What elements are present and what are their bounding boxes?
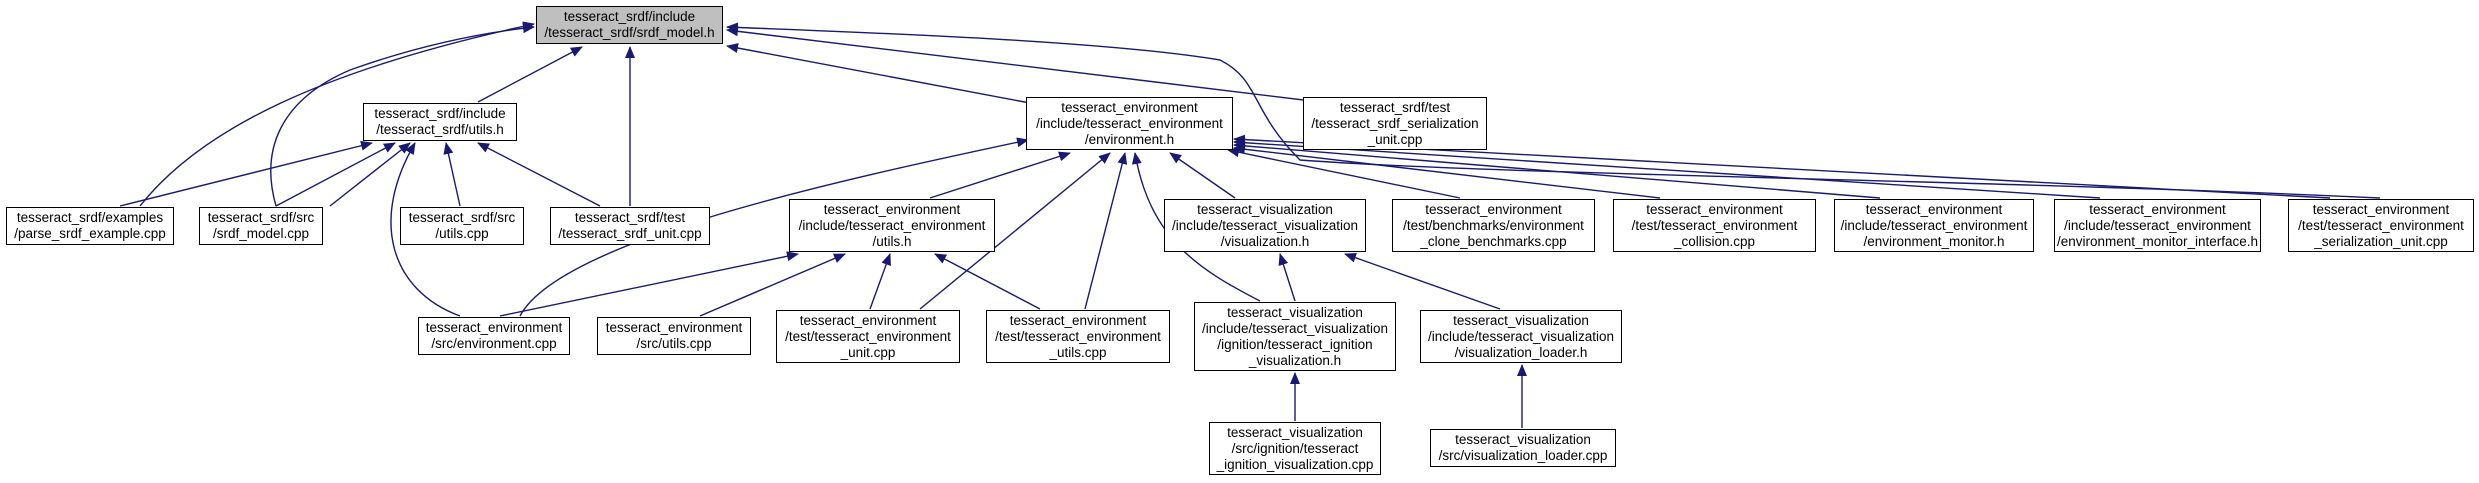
node-label: tesseract_environment /include/tesseract… [1036,99,1223,147]
edge-parse-example-to-srdf-model [139,21,535,207]
node-srdf-utils-cpp[interactable]: tesseract_srdf/src /utils.cpp [400,207,524,245]
node-parse-srdf-example[interactable]: tesseract_srdf/examples /parse_srdf_exam… [6,207,174,245]
node-label: tesseract_environment /test/tesseract_en… [2298,201,2464,249]
edge-srdf-utils-cpp-to-srdf-utils [443,142,461,207]
node-label: tesseract_environment /include/tesseract… [1840,201,2028,249]
edge-env-h-to-srdf-model [726,43,1031,104]
edge-srdf-model-cpp-to-srdf-model [270,23,535,207]
node-label: tesseract_environment /src/environment.c… [425,320,563,351]
edge-env-cpp-to-srdf-utils-b [329,142,411,207]
node-label: tesseract_environment /include/tesseract… [798,201,986,249]
node-env-monitor-interface-h[interactable]: tesseract_environment /include/tesseract… [2054,199,2261,252]
node-env-utils-h[interactable]: tesseract_environment /include/tesseract… [789,199,995,252]
node-visualization-loader-cpp[interactable]: tesseract_visualization /src/visualizati… [1430,429,1616,467]
node-label: tesseract_srdf/include /tesseract_srdf/s… [544,9,715,40]
node-label: tesseract_visualization /include/tessera… [1201,304,1389,368]
edge-ignition-to-vis-h [1278,253,1296,302]
node-ignition-visualization-h[interactable]: tesseract_visualization /include/tessera… [1194,302,1396,371]
edge-env-utils-test-to-env-utils [934,253,1041,310]
node-label: tesseract_srdf/src /srdf_model.cpp [207,210,315,241]
node-env-serialization-unit[interactable]: tesseract_environment /test/tesseract_en… [2288,199,2474,252]
node-label: tesseract_visualization /src/visualizati… [1438,432,1608,463]
node-label: tesseract_environment /test/tesseract_en… [995,312,1161,360]
node-label: tesseract_srdf/include /tesseract_srdf/u… [374,106,506,137]
edge-monitor-to-env-h [1233,140,1881,199]
node-env-collision[interactable]: tesseract_environment /test/tesseract_en… [1613,199,1816,252]
node-label: tesseract_environment /src/utils.cpp [605,320,743,351]
node-label: tesseract_environment /include/tesseract… [2056,201,2259,249]
node-label: tesseract_visualization /src/ignition/te… [1216,424,1374,472]
node-label: tesseract_visualization /include/tessera… [1171,201,1359,249]
edge-vis-h-to-env-h [1169,152,1236,199]
node-environment-h[interactable]: tesseract_environment /include/tesseract… [1026,97,1233,150]
edge-env-serialization-to-srdf-model [726,22,2381,199]
edge-env-cpp-to-env-h [519,137,1029,317]
edge-env-utils-cpp-to-env-utils [699,253,846,317]
edge-srdf-model-cpp-to-srdf-utils [275,142,396,207]
edge-env-unit-to-env-utils [869,253,891,310]
node-label: tesseract_srdf/test /tesseract_srdf_unit… [558,210,702,241]
edge-env-utils-test-to-env-h [1084,152,1128,310]
edge-env-unit-to-env-h [919,152,1111,310]
node-label: tesseract_visualization /include/tessera… [1427,312,1615,360]
node-env-utils-cpp[interactable]: tesseract_environment /src/utils.cpp [597,317,751,355]
node-srdf-model-cpp[interactable]: tesseract_srdf/src /srdf_model.cpp [199,207,323,245]
edge-env-cpp-to-srdf-utils [390,142,461,317]
node-label: tesseract_environment /test/benchmarks/e… [1403,201,1584,249]
node-srdf-utils-h[interactable]: tesseract_srdf/include /tesseract_srdf/u… [363,103,517,141]
node-visualization-loader-h[interactable]: tesseract_visualization /include/tessera… [1420,310,1622,363]
node-srdf-model-h[interactable]: tesseract_srdf/include /tesseract_srdf/s… [536,6,723,44]
edge-env-utils-to-env-h [929,151,1071,199]
node-label: tesseract_srdf/test /tesseract_srdf_seri… [1311,99,1479,147]
edge-srdf-utils-to-srdf-model [477,46,583,103]
node-label: tesseract_environment /test/tesseract_en… [1631,201,1798,249]
node-ignition-visualization-cpp[interactable]: tesseract_visualization /src/ignition/te… [1209,422,1381,475]
node-srdf-unit[interactable]: tesseract_srdf/test /tesseract_srdf_unit… [550,207,710,245]
node-label: tesseract_environment /test/tesseract_en… [785,312,951,360]
node-environment-cpp[interactable]: tesseract_environment /src/environment.c… [418,317,570,355]
node-srdf-serialization-unit[interactable]: tesseract_srdf/test /tesseract_srdf_seri… [1303,97,1487,150]
edge-collision-to-env-h [1233,144,1661,199]
node-label: tesseract_srdf/src /utils.cpp [408,210,516,241]
node-env-utils-test[interactable]: tesseract_environment /test/tesseract_en… [986,310,1170,363]
node-env-monitor-h[interactable]: tesseract_environment /include/tesseract… [1834,199,2034,252]
node-env-unit[interactable]: tesseract_environment /test/tesseract_en… [776,310,960,363]
edge-vis-loader-to-vis-h [1344,252,1501,310]
node-env-clone-benchmarks[interactable]: tesseract_environment /test/benchmarks/e… [1392,199,1595,252]
edge-srdf-unit-to-srdf-utils [477,142,601,207]
edge-srdf-serialization-to-srdf-model [726,26,1321,103]
edge-clone-bench-to-env-h [1227,147,1461,199]
edge-parse-example-to-srdf-utils [119,140,373,207]
edge-env-cpp-to-env-utils [499,251,799,317]
edge-monitor-iface-to-env-h [1233,137,2101,199]
node-visualization-h[interactable]: tesseract_visualization /include/tessera… [1164,199,1366,252]
node-label: tesseract_srdf/examples /parse_srdf_exam… [14,210,166,241]
